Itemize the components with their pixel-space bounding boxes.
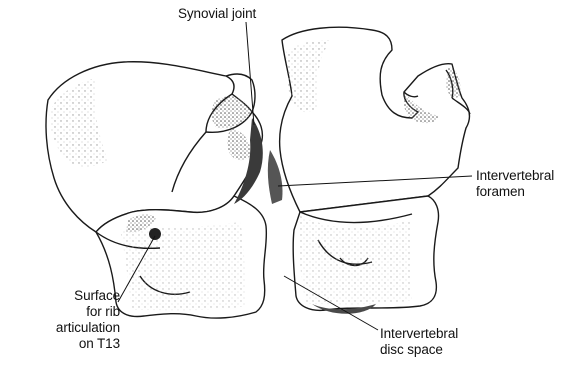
label-disc-space-line1: Intervertebral — [380, 326, 458, 342]
label-surface-rib-line3: articulation — [2, 320, 120, 336]
label-intervertebral-foramen-line2: foramen — [476, 184, 554, 200]
label-surface-rib-line1: Surface — [2, 288, 120, 304]
label-synovial-joint: Synovial joint — [178, 6, 256, 22]
label-surface-rib-articulation: Surface for rib articulation on T13 — [2, 288, 120, 352]
label-surface-rib-line4: on T13 — [2, 336, 120, 352]
label-intervertebral-disc-space: Intervertebral disc space — [380, 326, 458, 358]
label-surface-rib-line2: for rib — [2, 304, 120, 320]
label-disc-space-line2: disc space — [380, 342, 458, 358]
label-intervertebral-foramen: Intervertebral foramen — [476, 168, 554, 200]
label-intervertebral-foramen-line1: Intervertebral — [476, 168, 554, 184]
